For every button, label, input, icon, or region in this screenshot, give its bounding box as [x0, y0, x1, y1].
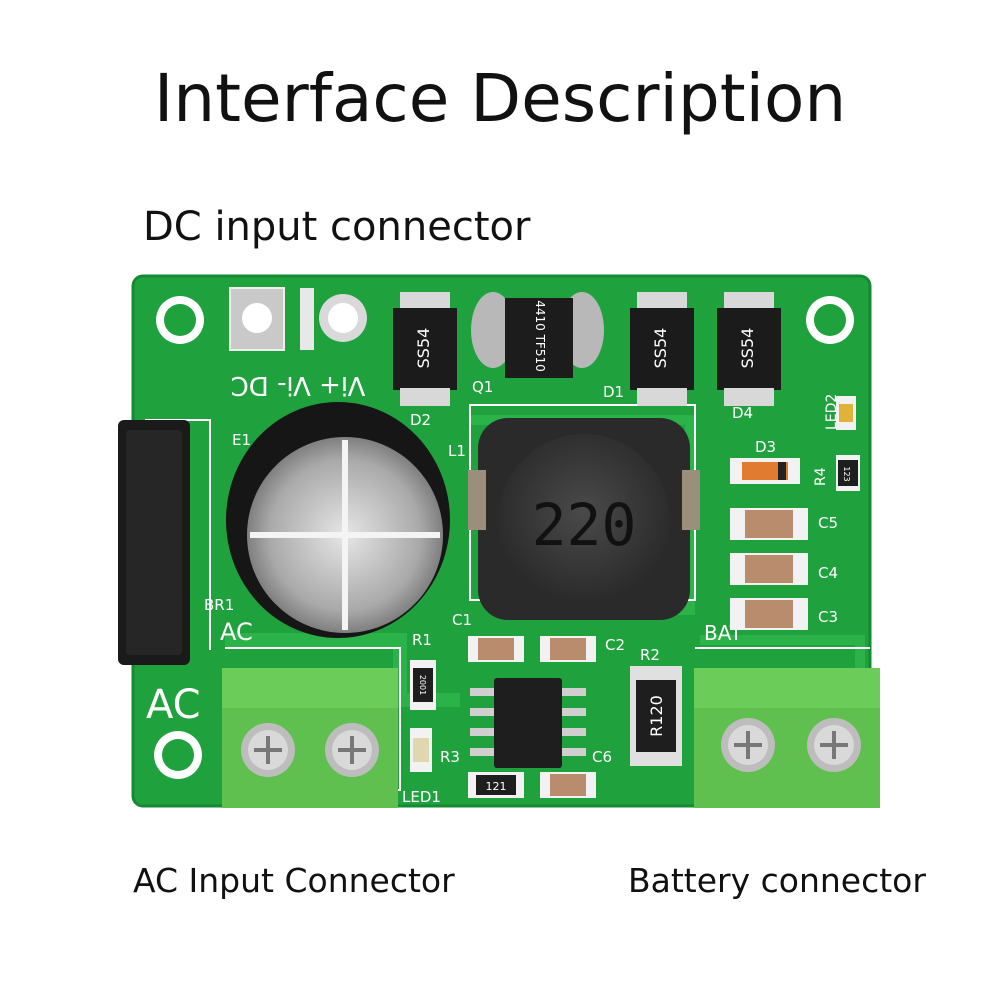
- diode-d1: SS54: [630, 292, 694, 406]
- silk-d4: D4: [732, 404, 753, 422]
- silk-d1: D1: [603, 383, 624, 401]
- capacitor-c6: [540, 772, 596, 798]
- resistor-r1-marking: 2001: [418, 675, 427, 695]
- capacitor-c5: [730, 508, 808, 540]
- silk-c2: C2: [605, 636, 625, 654]
- diode-d2-marking: SS54: [414, 328, 433, 369]
- resistor-r4-marking: 123: [842, 466, 851, 481]
- silk-r1: R1: [412, 631, 432, 649]
- resistor-r2: R120: [630, 666, 682, 766]
- inductor-l1: 220: [468, 418, 700, 620]
- diode-d2: SS54: [393, 292, 457, 406]
- silk-d3: D3: [755, 438, 776, 456]
- mounting-hole: [806, 296, 854, 344]
- silk-l1: L1: [448, 442, 466, 460]
- mosfet-q1: 4410 TF510: [471, 292, 604, 378]
- ac-terminal-block: [222, 668, 398, 808]
- silk-led1: LED1: [402, 788, 441, 806]
- silk-r3: R3: [440, 748, 460, 766]
- inductor-marking: 220: [532, 491, 637, 559]
- capacitor-c4: [730, 553, 808, 585]
- diode-d1-marking: SS54: [651, 328, 670, 369]
- bridge-rectifier: [118, 420, 190, 665]
- silk-c4: C4: [818, 564, 838, 582]
- silk-r2: R2: [640, 646, 660, 664]
- resistor-r4: 123: [836, 455, 860, 491]
- mounting-hole: [154, 731, 202, 779]
- ic-chip: [470, 678, 586, 768]
- silk-e1: E1: [232, 431, 251, 449]
- resistor-r3: 121: [468, 772, 524, 798]
- silk-q1: Q1: [472, 378, 493, 396]
- diode-d4-marking: SS54: [738, 328, 757, 369]
- resistor-r3-marking: 121: [486, 780, 507, 793]
- mosfet-marking: 4410 TF510: [533, 300, 547, 372]
- electrolytic-capacitor: [226, 402, 450, 638]
- capacitor-c2: [540, 636, 596, 662]
- resistor-r2-marking: R120: [647, 695, 666, 737]
- silk-ac-small: AC: [220, 618, 253, 646]
- battery-terminal-block: [694, 668, 880, 808]
- silk-ac-large: AC: [146, 682, 201, 728]
- capacitor-c1: [468, 636, 524, 662]
- resistor-r1: 2001: [410, 660, 436, 710]
- silk-c5: C5: [818, 514, 838, 532]
- dc-input-pads: [229, 287, 367, 351]
- silk-dc-pins: Vi+ Vi- DC: [231, 370, 366, 400]
- capacitor-c3: [730, 598, 808, 630]
- silk-r4: R4: [813, 467, 829, 486]
- silk-c6: C6: [592, 748, 612, 766]
- ac-input-connector-label: AC Input Connector: [133, 861, 455, 900]
- page-title: Interface Description: [153, 60, 847, 137]
- led-1: [410, 728, 432, 772]
- led-2: [836, 396, 856, 430]
- mounting-hole: [156, 296, 204, 344]
- diode-d4: SS54: [717, 292, 781, 406]
- silk-c1: C1: [452, 611, 472, 629]
- battery-connector-label: Battery connector: [628, 861, 926, 900]
- silk-br1: BR1: [204, 596, 234, 614]
- diode-d3: [730, 458, 800, 484]
- silk-d2: D2: [410, 411, 431, 429]
- dc-input-connector-label: DC input connector: [143, 204, 531, 250]
- silk-c3: C3: [818, 608, 838, 626]
